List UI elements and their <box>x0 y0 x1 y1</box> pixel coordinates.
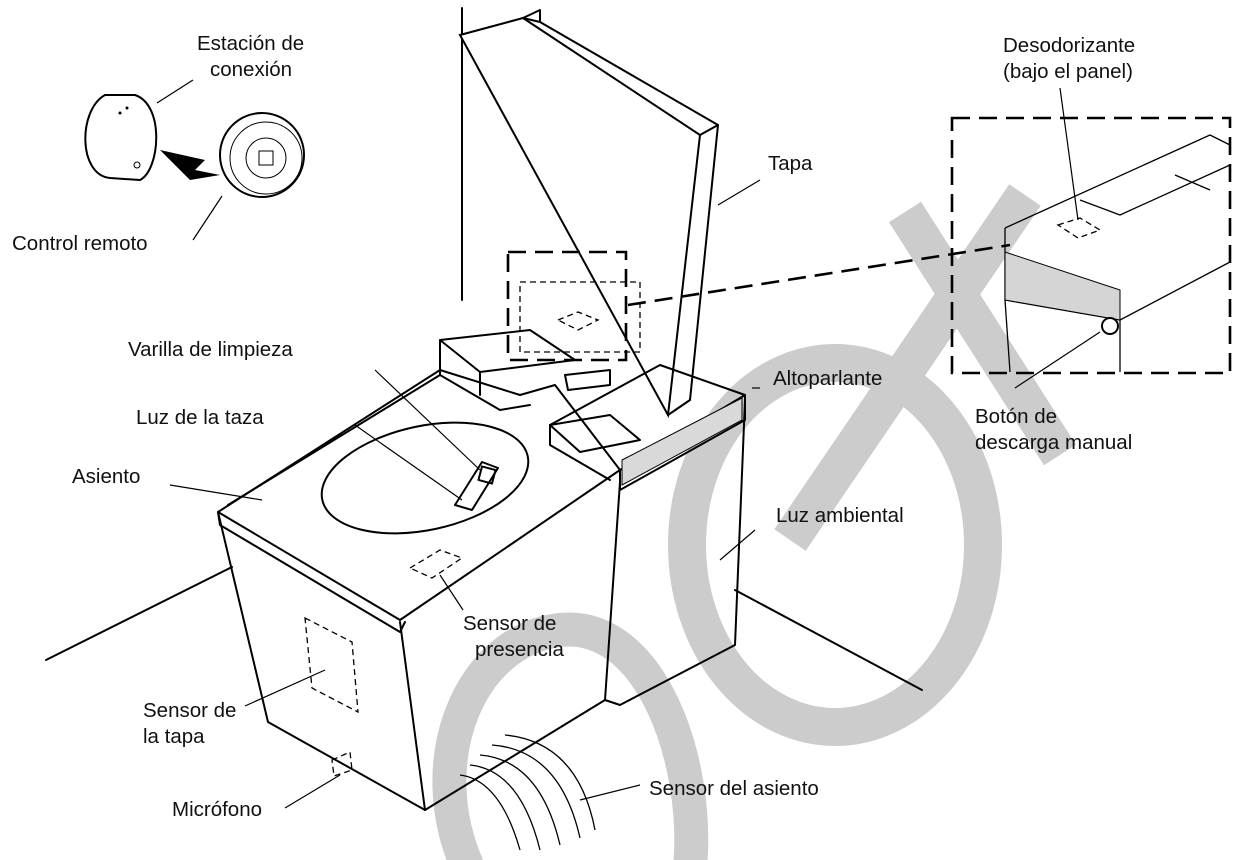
tank-drawing <box>549 364 746 491</box>
label-manual-flush-line1: Botón de <box>975 405 1057 428</box>
remote-drawing <box>84 94 305 198</box>
room-lines <box>45 7 923 691</box>
label-manual-flush-line2: descarga manual <box>975 431 1132 454</box>
label-seat: Asiento <box>72 465 140 488</box>
label-speaker: Altoparlante <box>773 367 882 390</box>
leader-lines <box>156 79 1101 809</box>
label-bowl-light: Luz de la taza <box>136 406 264 429</box>
label-lid-sensor-line2: la tapa <box>143 725 205 748</box>
zoom-detail <box>506 116 1232 375</box>
seat-drawing <box>217 369 621 633</box>
label-presence-sensor-line2: presencia <box>475 638 564 661</box>
label-microphone: Micrófono <box>172 798 262 821</box>
seat-sensor-waves <box>459 734 596 851</box>
label-deodorizer-line1: Desodorizante <box>1003 34 1135 57</box>
label-remote-control: Control remoto <box>12 232 148 255</box>
label-deodorizer-line2: (bajo el panel) <box>1003 60 1133 83</box>
labels: Estación de conexión Control remoto Tapa… <box>12 32 1135 821</box>
label-seat-sensor: Sensor del asiento <box>649 777 819 800</box>
base-drawing <box>217 399 746 811</box>
label-presence-sensor-line1: Sensor de <box>463 612 556 635</box>
lid-drawing <box>458 9 719 419</box>
label-cleaning-wand: Varilla de limpieza <box>128 338 293 361</box>
label-lid-sensor-line1: Sensor de <box>143 699 236 722</box>
label-docking-station-line1: Estación de <box>197 32 304 55</box>
label-lid: Tapa <box>768 152 813 175</box>
label-ambient-light: Luz ambiental <box>776 504 904 527</box>
label-docking-station-line2: conexión <box>210 58 292 81</box>
watermark <box>432 184 1077 860</box>
